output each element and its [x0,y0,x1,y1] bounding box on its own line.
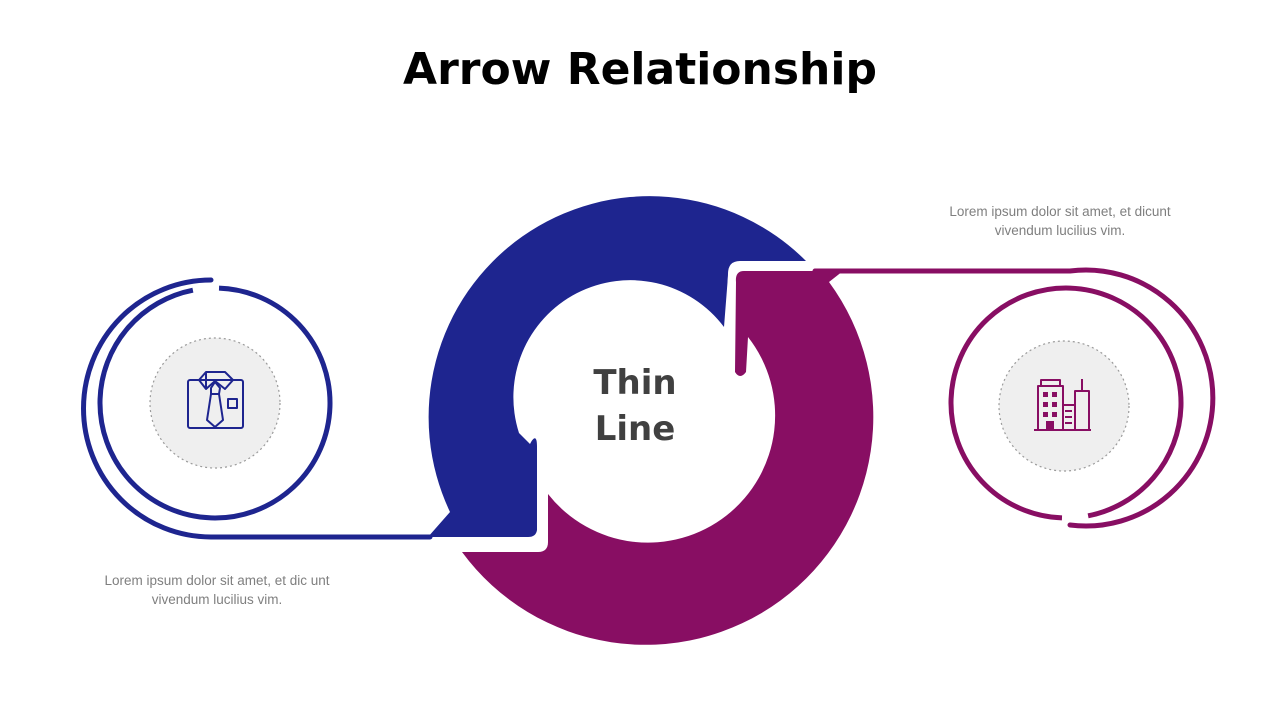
left-description: Lorem ipsum dolor sit amet, et dic unt v… [104,573,330,607]
left-spiral-group [81,277,433,540]
shirt-tie-icon [187,371,244,429]
page-title: Arrow Relationship [403,44,877,95]
right-outer-ring-connector [812,267,1216,529]
left-outer-ring-connector [81,277,433,540]
purple-arrow [462,271,874,645]
left-inner-ring [97,285,333,521]
left-icon-background [149,337,281,469]
center-arrow-ring [428,196,874,645]
center-label: Thin Line [535,360,735,452]
right-description: Lorem ipsum dolor sit amet, et dicunt vi… [949,204,1171,238]
blue-arrow [428,196,806,538]
right-inner-ring [948,285,1184,521]
center-label-line1: Thin [593,363,677,403]
lower-gap [440,493,549,550]
city-buildings-icon [1034,379,1091,431]
right-spiral-group [812,267,1216,529]
center-label-line2: Line [594,409,676,449]
upper-gap [726,261,812,323]
